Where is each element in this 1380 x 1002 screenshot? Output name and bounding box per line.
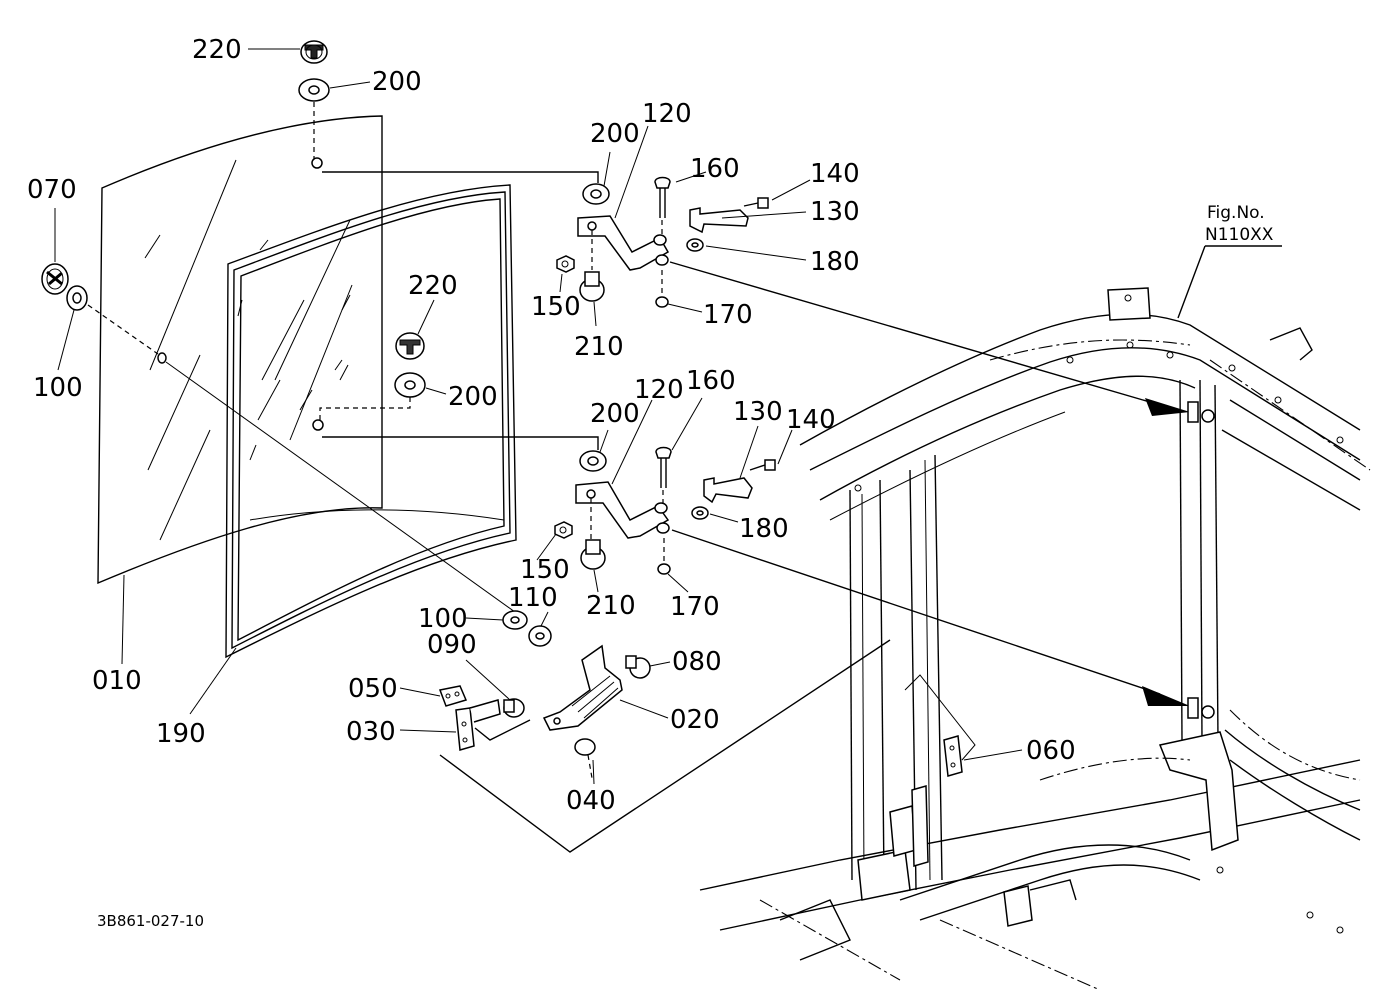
- label-220: 220: [408, 271, 458, 301]
- label-050: 050: [348, 674, 398, 704]
- label-040: 040: [566, 786, 616, 816]
- label-200: 200: [590, 119, 640, 149]
- washer-200-mid: [394, 372, 426, 398]
- drawing-code: 3B861-027-10: [97, 912, 204, 930]
- weather-strip-190: [225, 184, 517, 659]
- knob-070: [41, 263, 69, 295]
- label-190: 190: [156, 719, 206, 749]
- label-170: 170: [703, 300, 753, 330]
- washer-200-top: [298, 78, 330, 102]
- label-070: 070: [27, 175, 77, 205]
- glass-panel-010: [97, 115, 383, 585]
- figure-reference: Fig.No. N110XX: [1177, 203, 1282, 319]
- cab-frame: [699, 287, 1371, 991]
- label-010: 010: [92, 666, 142, 696]
- washer-100-left: [66, 285, 88, 311]
- label-160: 160: [690, 154, 740, 184]
- label-020: 020: [670, 705, 720, 735]
- label-100: 100: [33, 373, 83, 403]
- label-030: 030: [346, 717, 396, 747]
- label-120: 120: [634, 375, 684, 405]
- label-130: 130: [810, 197, 860, 227]
- cap-nut-220-top: [300, 40, 328, 64]
- label-130: 130: [733, 397, 783, 427]
- figure-ref-value: N110XX: [1205, 225, 1274, 245]
- cap-nut-220-mid: [395, 332, 425, 360]
- label-080: 080: [672, 647, 722, 677]
- hinge-assembly-lower: [554, 446, 776, 575]
- label-170: 170: [670, 592, 720, 622]
- leader-lines: [54, 48, 1023, 785]
- label-200: 200: [590, 399, 640, 429]
- label-180: 180: [739, 514, 789, 544]
- label-090: 090: [427, 630, 477, 660]
- label-140: 140: [810, 159, 860, 189]
- label-160: 160: [686, 366, 736, 396]
- label-180: 180: [810, 247, 860, 277]
- label-140: 140: [786, 405, 836, 435]
- label-200: 200: [448, 382, 498, 412]
- figure-ref-label: Fig.No.: [1207, 203, 1265, 223]
- label-110: 110: [508, 583, 558, 613]
- stay-parts-lower: [438, 610, 891, 853]
- label-200: 200: [372, 67, 422, 97]
- label-120: 120: [642, 99, 692, 129]
- label-150: 150: [520, 555, 570, 585]
- label-210: 210: [586, 591, 636, 621]
- label-100: 100: [418, 604, 468, 634]
- label-210: 210: [574, 332, 624, 362]
- label-150: 150: [531, 292, 581, 322]
- label-060: 060: [1026, 736, 1076, 766]
- part-labels: 220 200 070 100 200 120 160 140 130 180 …: [27, 35, 1076, 816]
- label-220: 220: [192, 35, 242, 65]
- hinge-assembly-top: [556, 176, 769, 308]
